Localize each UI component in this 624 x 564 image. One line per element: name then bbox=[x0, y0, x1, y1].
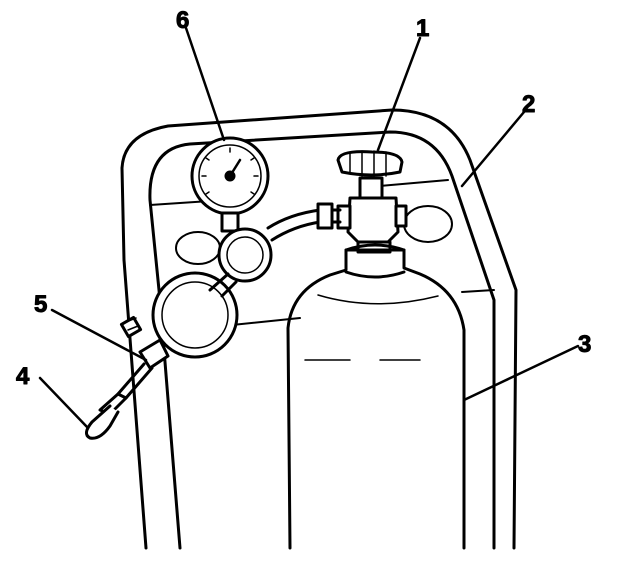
leader-line-1 bbox=[376, 36, 422, 152]
hose-end-nozzle bbox=[85, 404, 120, 440]
callout-3: 3 bbox=[578, 331, 591, 358]
callout-2: 2 bbox=[522, 91, 535, 118]
callout-5: 5 bbox=[34, 291, 47, 318]
callout-1: 1 bbox=[416, 15, 429, 42]
hose-fitting bbox=[98, 315, 170, 416]
leader-line-6 bbox=[184, 26, 226, 142]
leader-line-5 bbox=[50, 308, 148, 362]
leader-line-4 bbox=[38, 376, 90, 430]
leader-lines bbox=[38, 26, 580, 430]
callout-4: 4 bbox=[16, 363, 30, 390]
gas-cylinder bbox=[286, 243, 466, 550]
callout-6: 6 bbox=[176, 7, 189, 34]
cylinder-valve bbox=[336, 150, 408, 254]
leader-line-2 bbox=[460, 110, 526, 188]
pressure-regulator bbox=[151, 136, 342, 359]
leader-line-3 bbox=[462, 344, 580, 402]
